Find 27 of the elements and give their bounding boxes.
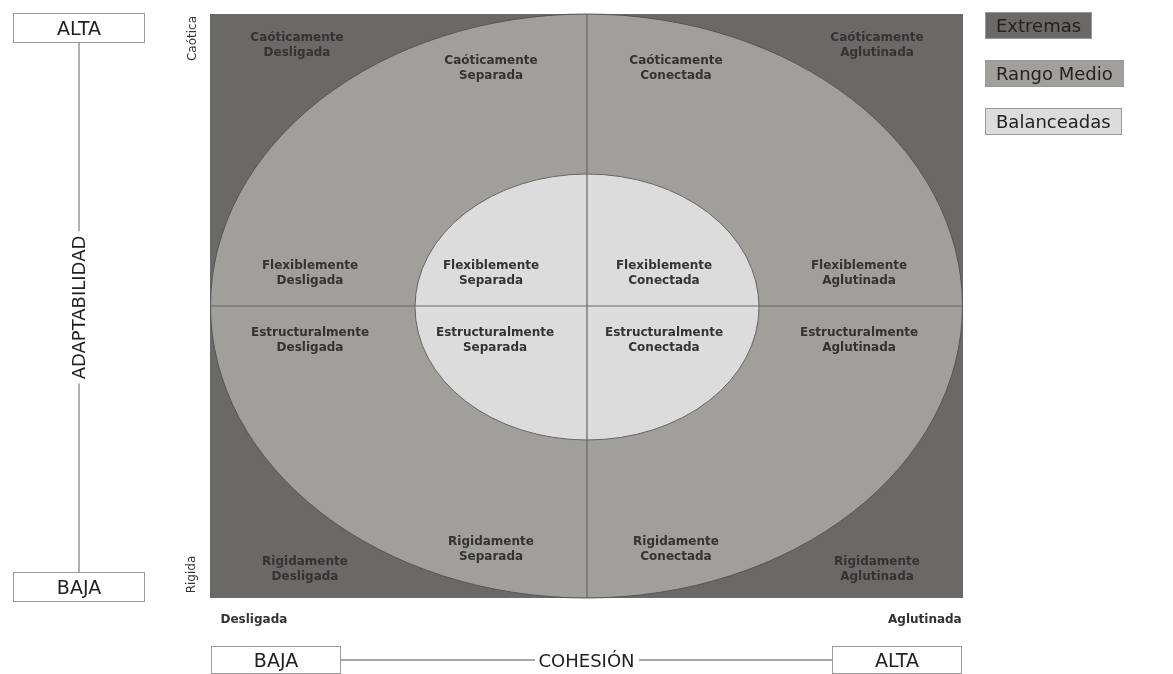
region-label: Caóticamente Conectada [628, 53, 724, 83]
axis-end-label: Aglutinada [888, 611, 962, 627]
region-label: Caóticamente Desligada [249, 30, 345, 60]
region-label: Estructuralmente Separada [434, 325, 556, 355]
legend-key: Rango Medio [985, 60, 1124, 87]
axis-end-label: Caótica [184, 15, 200, 61]
region-label: Rigidamente Conectada [632, 534, 720, 564]
axis-end-box: BAJA [13, 572, 145, 602]
region-label: Caóticamente Aglutinada [829, 30, 925, 60]
region-label: Flexiblemente Separada [441, 258, 541, 288]
region-label: Caóticamente Separada [443, 53, 539, 83]
legend-key: Extremas [985, 12, 1093, 39]
region-label: Estructuralmente Desligada [249, 325, 371, 355]
region-label: Flexiblemente Conectada [614, 258, 714, 288]
region-label: Estructuralmente Aglutinada [798, 325, 920, 355]
region-label: Flexiblemente Desligada [260, 258, 360, 288]
axis-end-box: BAJA [211, 646, 341, 674]
region-label: Flexiblemente Aglutinada [809, 258, 909, 288]
axis-end-box: ALTA [832, 646, 962, 674]
region-label: Estructuralmente Conectada [603, 325, 725, 355]
axis-end-label: Rigida [184, 555, 200, 593]
region-label: Rigidamente Desligada [261, 554, 349, 584]
legend-key: Balanceadas [985, 108, 1122, 135]
axis-end-box: ALTA [13, 13, 145, 43]
axis-end-label: Desligada [220, 611, 288, 627]
region-label: Rigidamente Aglutinada [833, 554, 921, 584]
region-label: Rigidamente Separada [447, 534, 535, 564]
